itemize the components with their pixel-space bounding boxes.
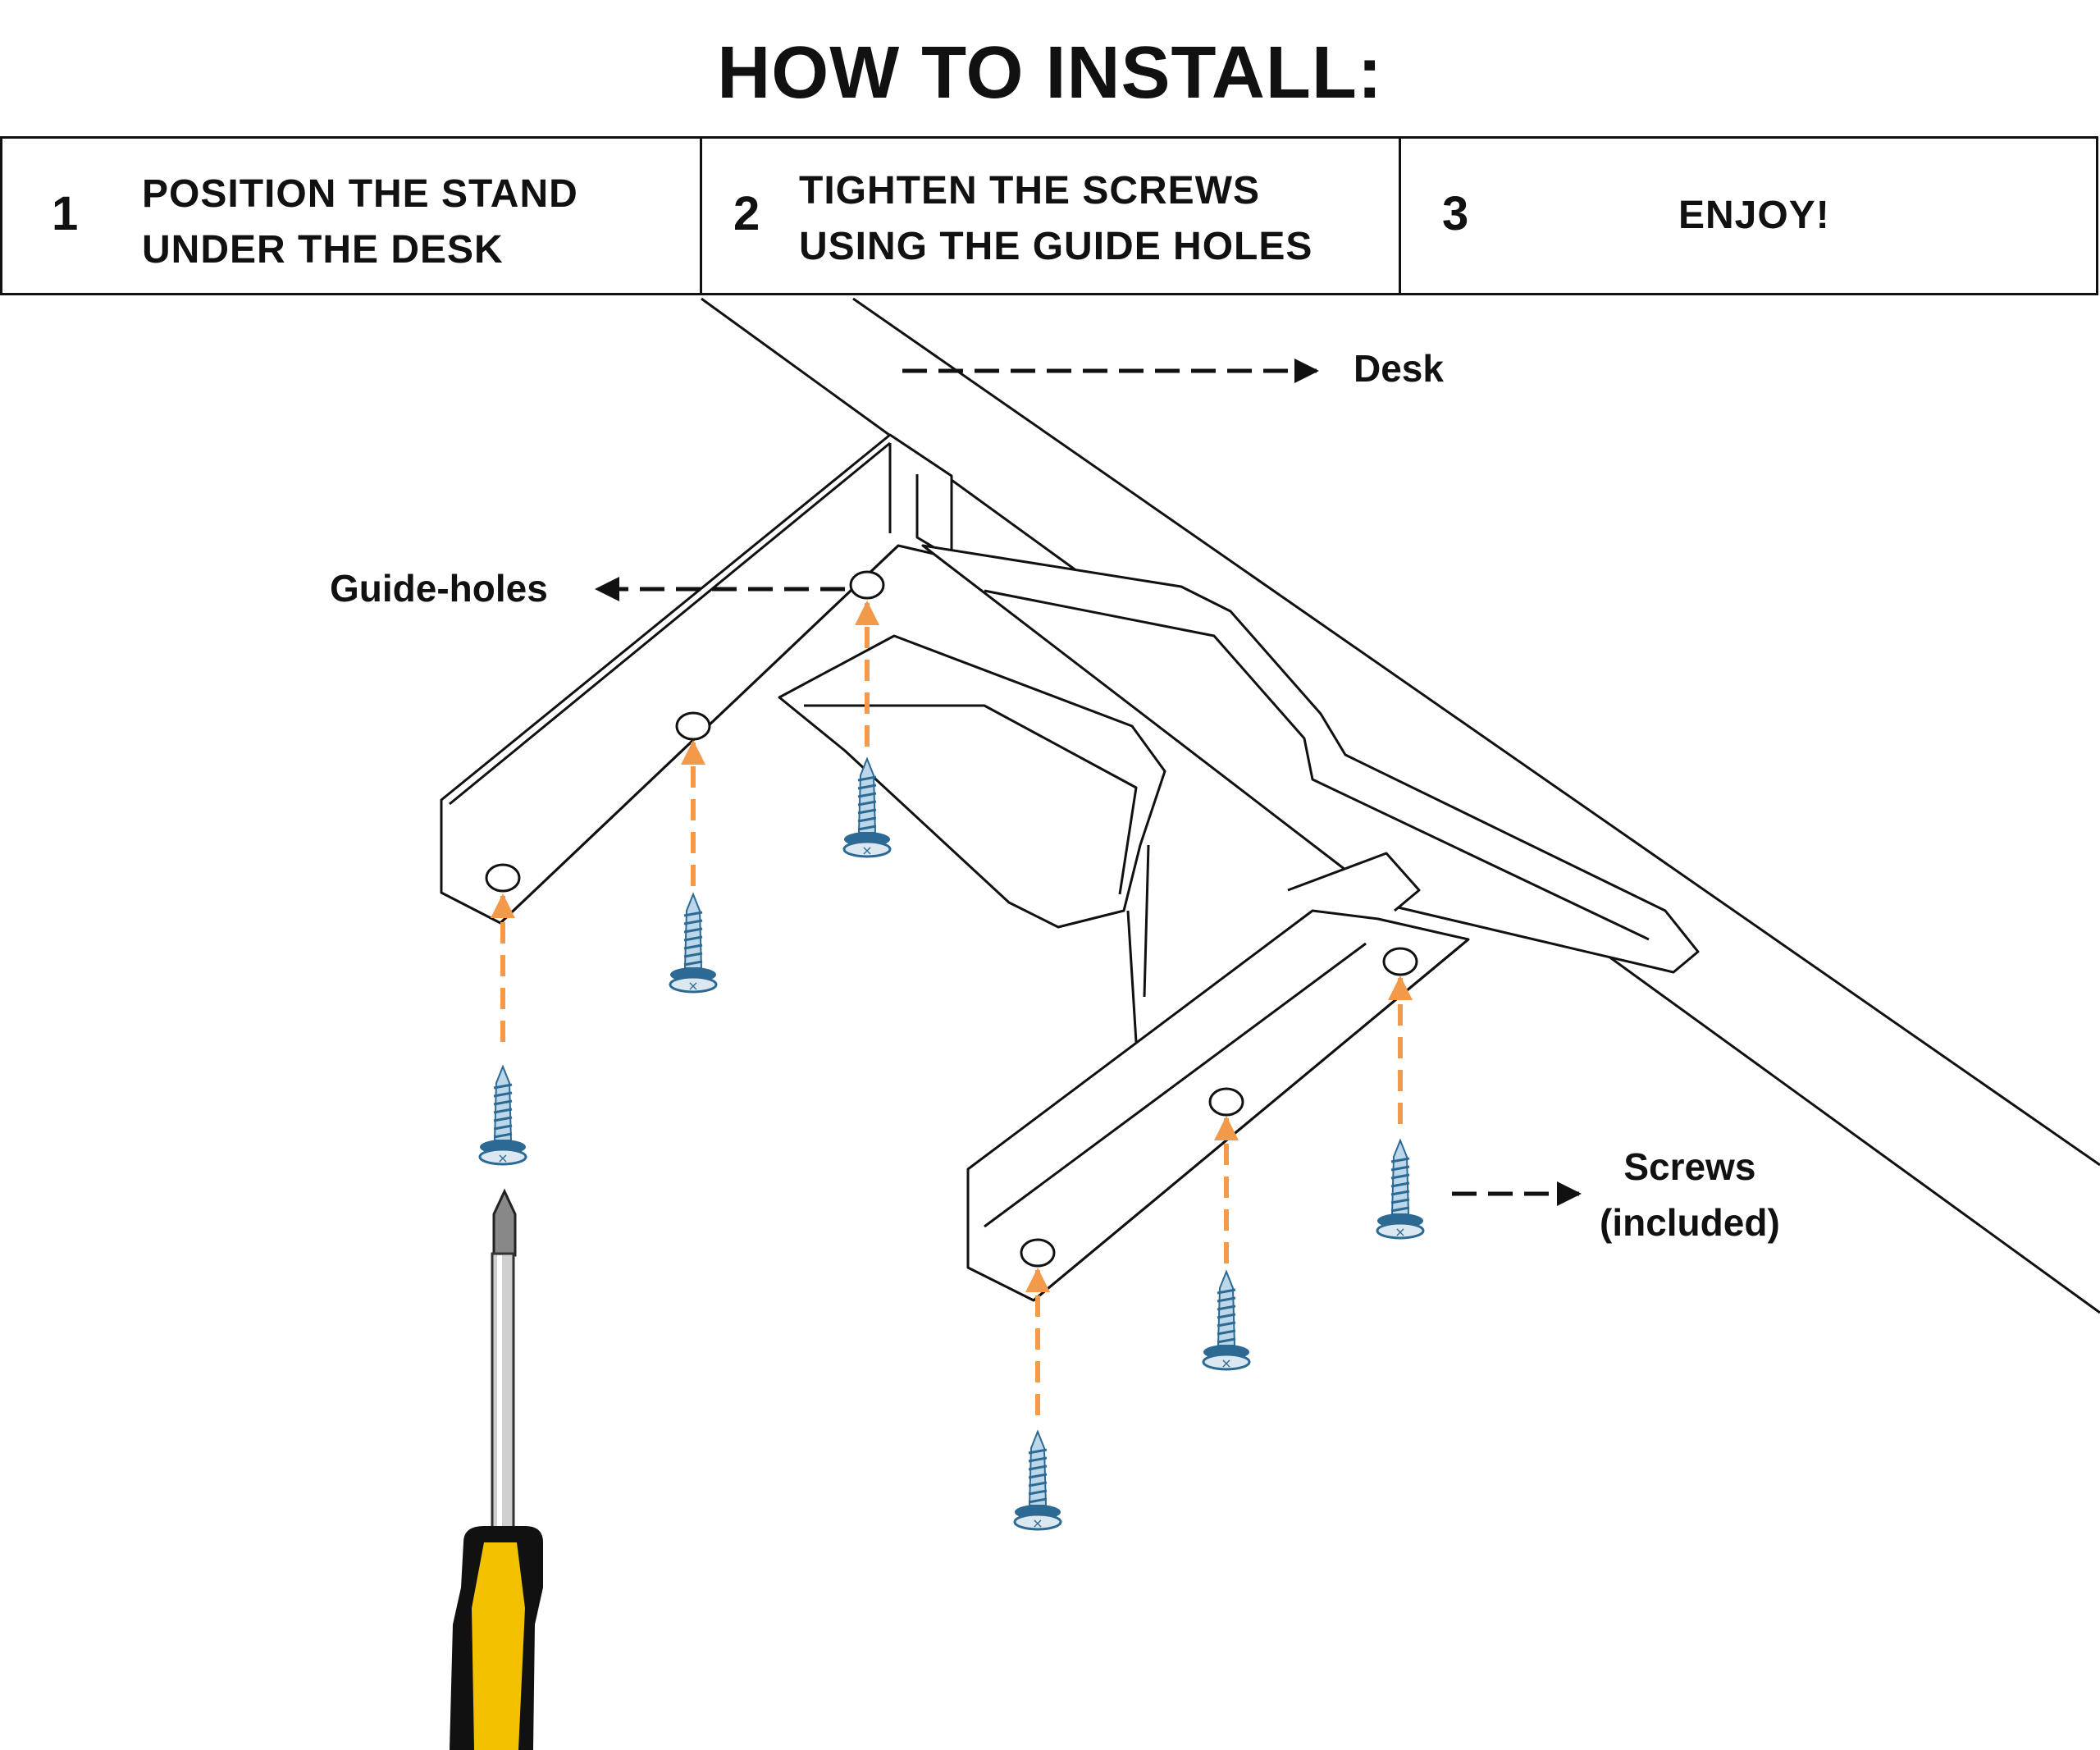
screw-icons [478,757,1425,1533]
step-text: ENJOY! [1678,194,1830,237]
screws-label: Screws (included) [1600,1145,1780,1244]
step-2: 2 TIGHTEN THE SCREWS USING THE GUIDE HOL… [702,139,1401,293]
step-text: TIGHTEN THE SCREWS USING THE GUIDE HOLES [799,169,1313,268]
step-number: 3 [1442,187,1469,240]
page-title: HOW TO INSTALL: [717,32,1383,114]
step-number: 2 [733,187,760,240]
step-number: 1 [52,187,79,240]
guide-holes-label: Guide-holes [330,567,548,610]
step-3: 3 ENJOY! [1401,139,2100,293]
label-arrows [595,359,1582,1206]
screw-direction-arrows [491,601,1413,1415]
step-1: 1 POSITION THE STAND UNDER THE DESK [2,139,702,293]
steps-table: 1 POSITION THE STAND UNDER THE DESK 2 TI… [0,136,2098,295]
desk-label: Desk [1354,347,1444,390]
step-text: POSITION THE STAND UNDER THE DESK [142,172,578,272]
guide-holes [485,570,1418,1268]
screwdriver-icon [450,1188,543,1750]
